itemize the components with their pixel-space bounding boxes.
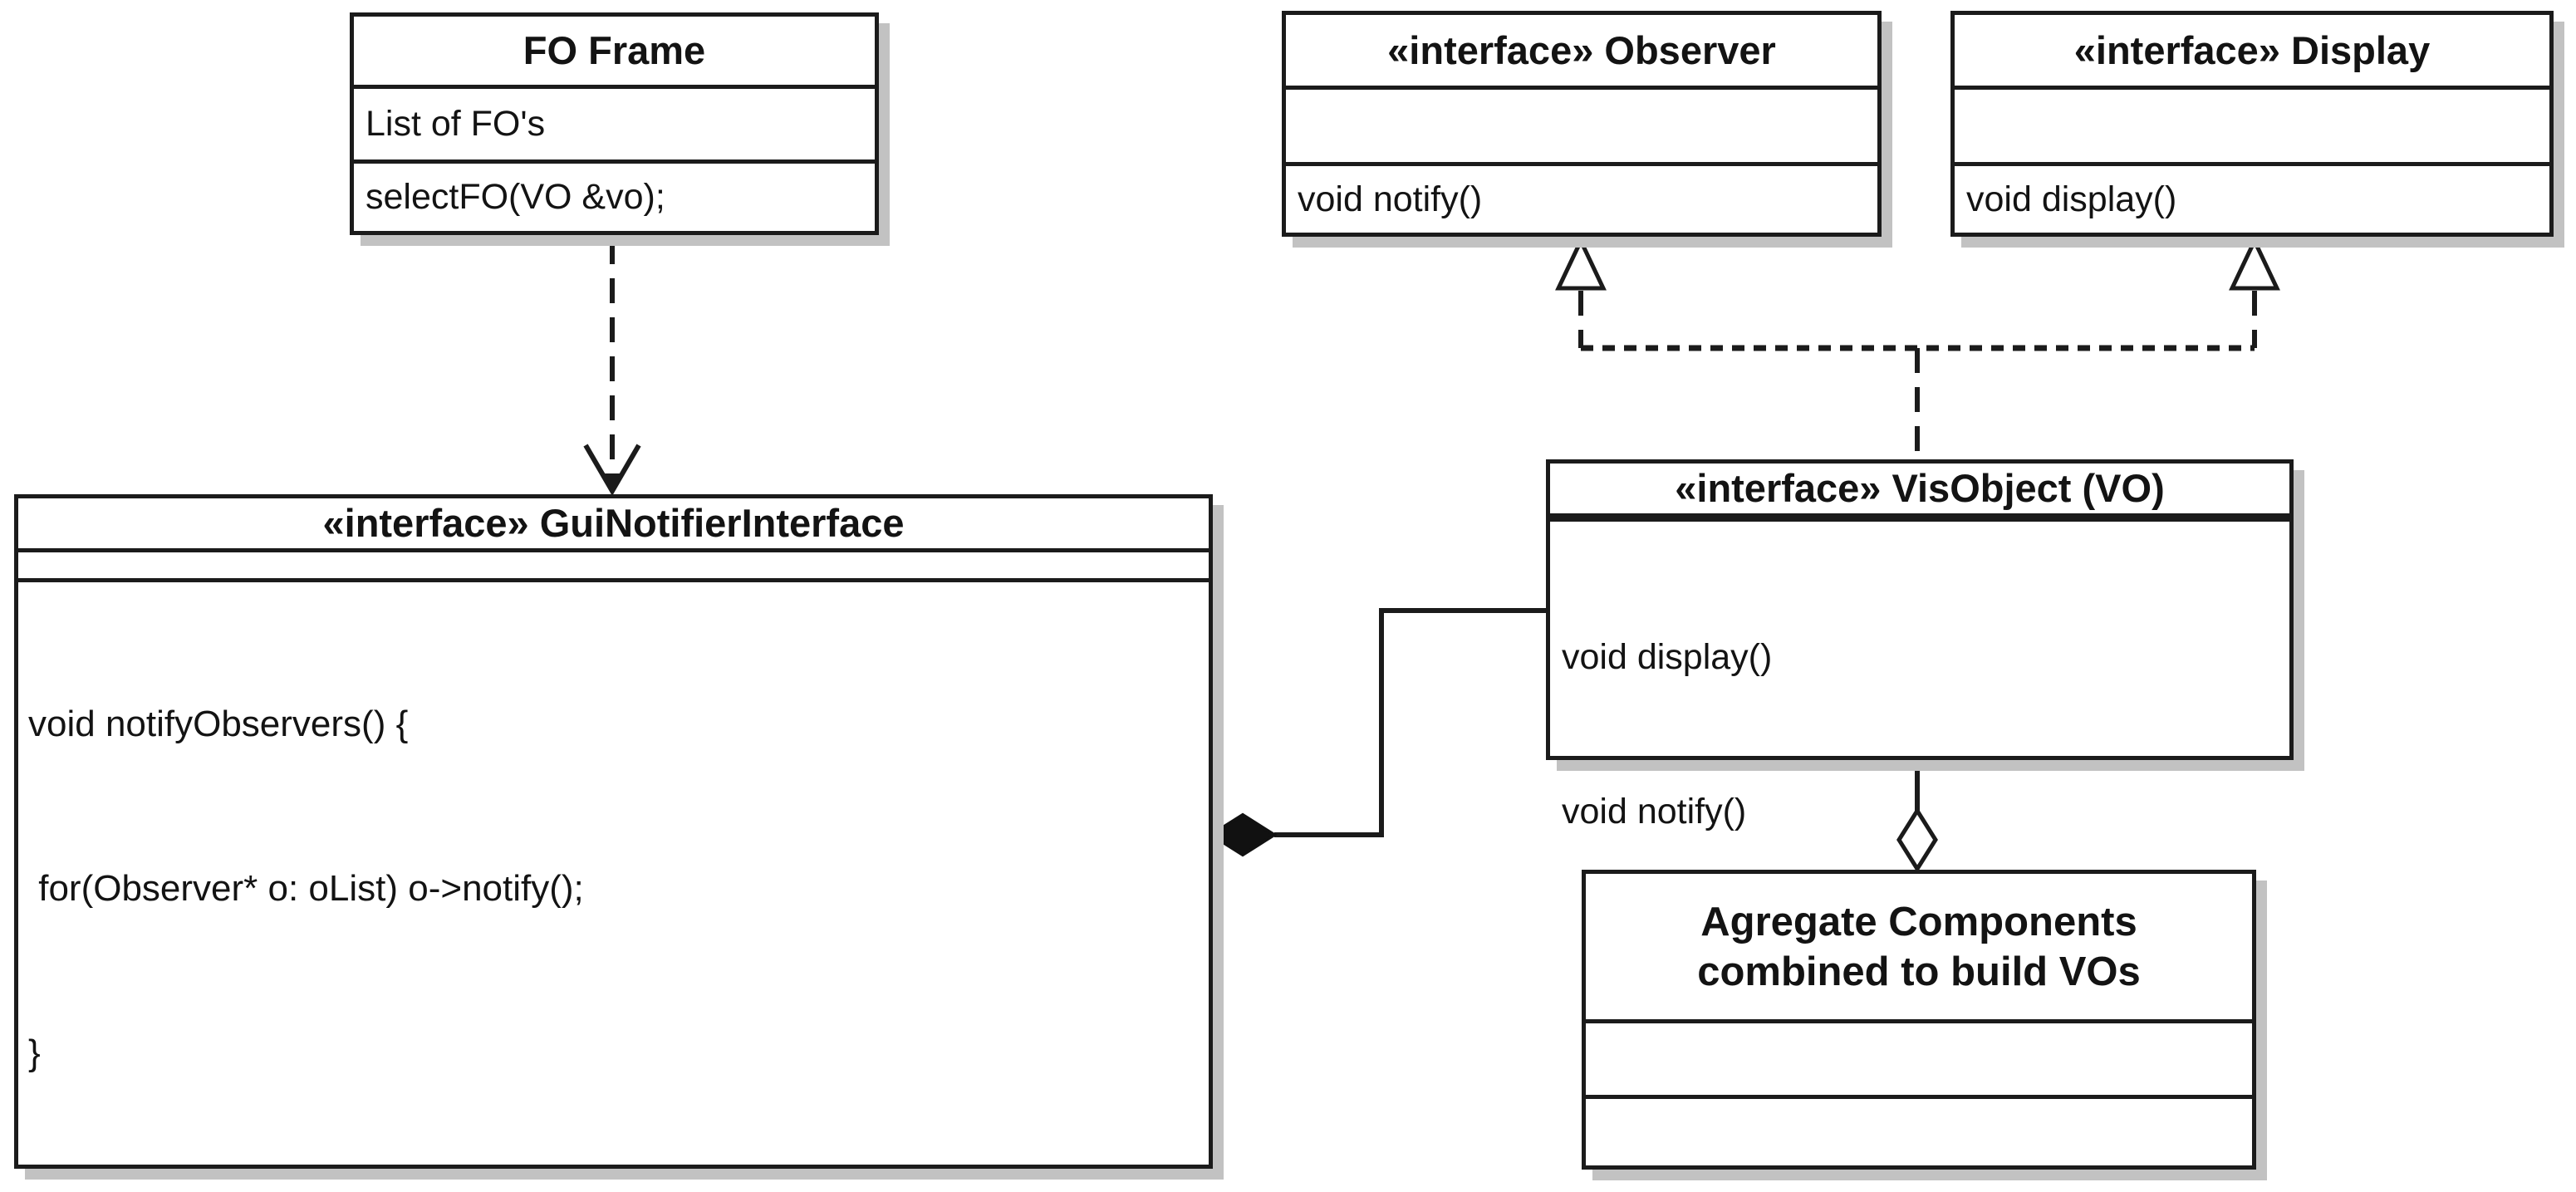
class-guinotifier-interface: «interface» GuiNotifierInterface void no…: [14, 494, 1213, 1169]
realization-visobject-to-display: [2229, 236, 2280, 348]
class-method: void display(): [1966, 179, 2177, 219]
class-visobject: «interface» VisObject (VO) void display(…: [1546, 459, 2294, 831]
class-display: «interface» Display void display(): [1950, 11, 2554, 237]
class-title: Agregate Components combined to build VO…: [1586, 874, 2252, 1023]
title-line: combined to build VOs: [1697, 949, 2141, 994]
class-title: «interface» Display: [1955, 15, 2549, 90]
class-attributes-empty: [1286, 90, 1877, 166]
class-method: selectFO(VO &vo);: [366, 177, 665, 217]
title-lines: Agregate Components combined to build VO…: [1697, 897, 2141, 997]
class-attributes-empty: [1550, 518, 2289, 522]
class-title: «interface» VisObject (VO): [1550, 464, 2289, 518]
class-attributes-empty: [18, 552, 1209, 582]
class-title: «interface» Observer: [1286, 15, 1877, 90]
method-line: void display(): [1562, 637, 1773, 677]
realization-visobject-to-observer: [1555, 236, 1607, 348]
class-methods-code: void notifyObservers() { for(Observer* o…: [18, 582, 1209, 1165]
method-line: void notify(): [1562, 792, 1747, 831]
class-method: void notify(): [1298, 179, 1483, 219]
class-methods: void display() void notify(): [1550, 522, 2289, 940]
open-arrowhead-icon: [583, 444, 641, 496]
composition-guinotifier-to-visobject: [1208, 608, 1546, 857]
filled-diamond-icon: [1208, 812, 1278, 857]
realization-shared-bus: [1581, 345, 2255, 459]
class-aggregate-components: Agregate Components combined to build VO…: [1582, 870, 2256, 1170]
class-title: FO Frame: [354, 17, 875, 89]
code-line: for(Observer* o: oList) o->notify();: [28, 867, 584, 909]
class-observer: «interface» Observer void notify(): [1282, 11, 1882, 237]
hollow-triangle-icon: [1555, 236, 1607, 291]
title-line: Agregate Components: [1700, 899, 2137, 944]
arrow-tip-icon: [604, 473, 621, 493]
solid-connector-line: [1274, 608, 1546, 837]
hollow-triangle-icon: [2229, 236, 2280, 291]
class-title: «interface» GuiNotifierInterface: [18, 498, 1209, 552]
class-attributes-empty: [1586, 1023, 2252, 1099]
class-fo-frame: FO Frame List of FO's selectFO(VO &vo);: [350, 12, 879, 235]
class-attribute: List of FO's: [354, 89, 875, 164]
code-line: void notifyObservers() {: [28, 703, 409, 744]
class-methods-empty: [1586, 1099, 2252, 1165]
code-line: }: [28, 1032, 41, 1073]
class-attributes-empty: [1955, 90, 2549, 166]
dependency-fo-frame-to-guinotifier: [583, 239, 641, 496]
